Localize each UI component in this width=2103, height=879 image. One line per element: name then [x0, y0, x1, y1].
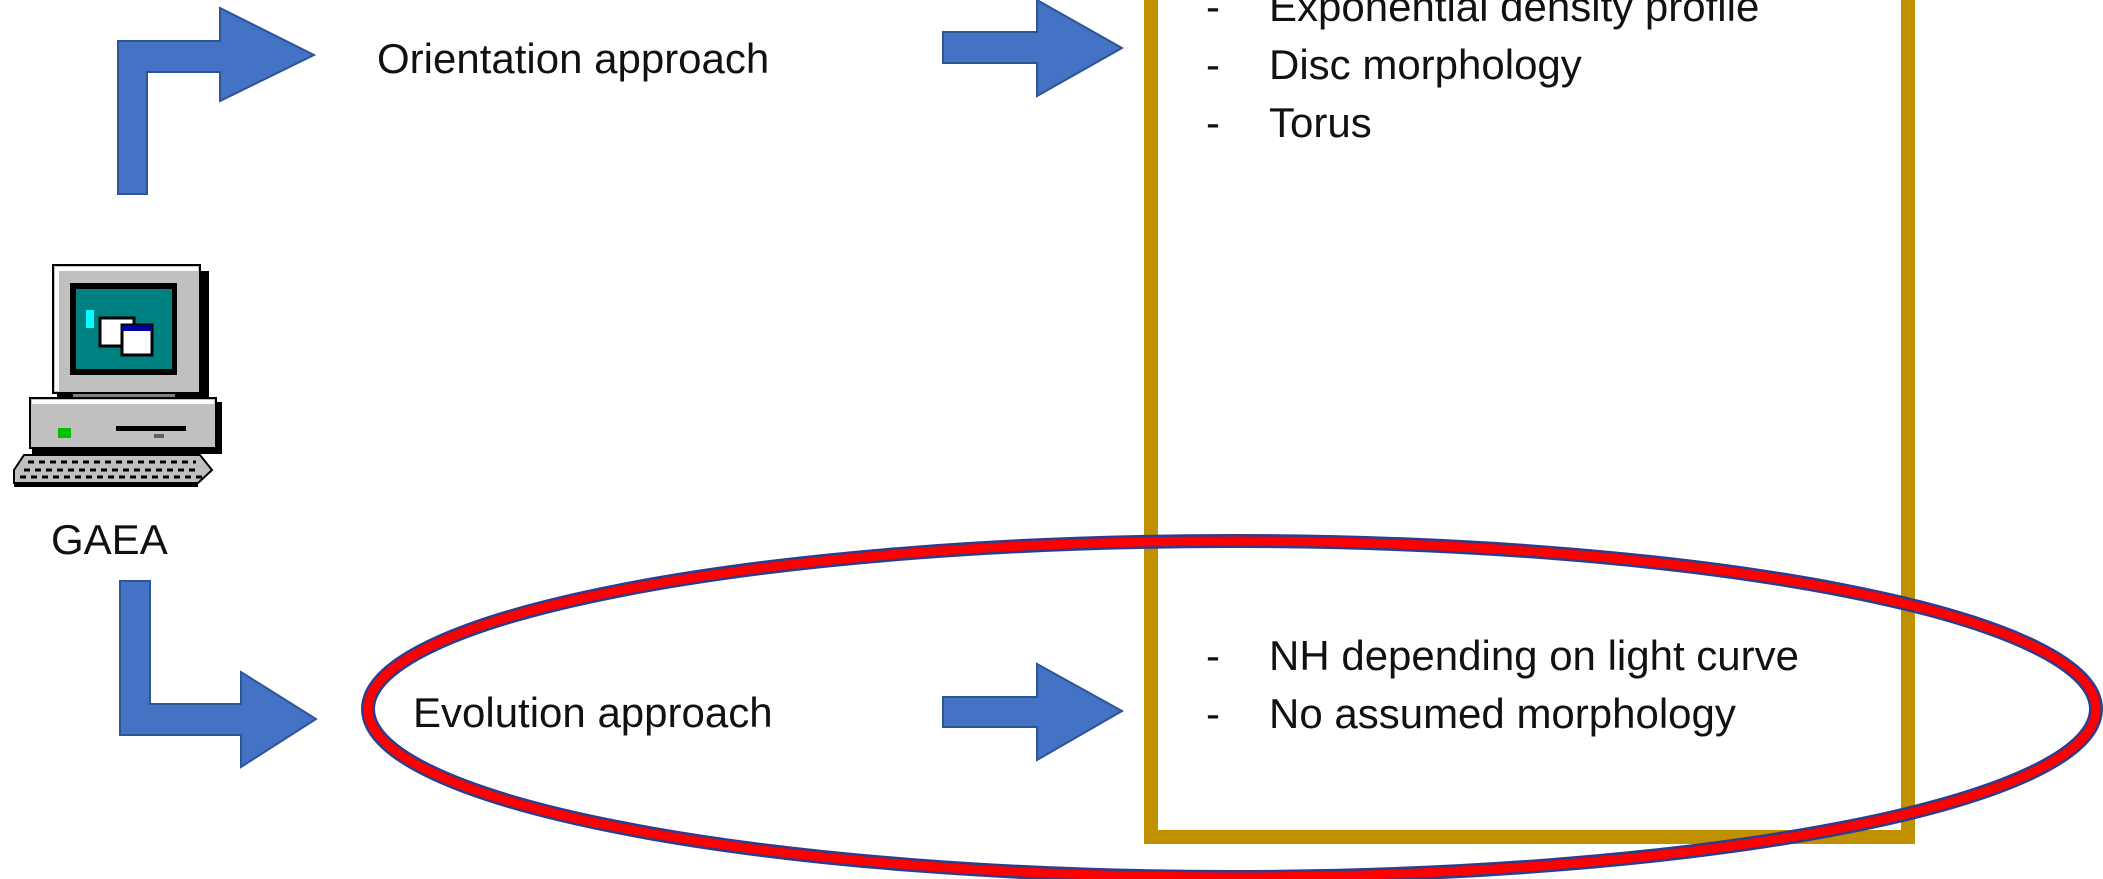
orientation-results-list: - Exponential density profile - Disc morph… [1206, 0, 1759, 152]
list-item-text: Disc morphology [1269, 41, 1582, 88]
list-item-text: No assumed morphology [1269, 690, 1736, 737]
arrow-right-bottom [942, 662, 1125, 762]
bullet-dash: - [1206, 632, 1220, 679]
list-item: - No assumed morphology [1206, 685, 1799, 743]
bullet-dash: - [1206, 99, 1220, 146]
evolution-highlight-ellipse [361, 534, 2103, 879]
desktop-computer-icon [13, 264, 222, 487]
arrow-right-top [942, 0, 1125, 98]
orientation-approach-label: Orientation approach [377, 35, 770, 82]
list-item-text: NH depending on light curve [1269, 632, 1800, 679]
evolution-results-list: - NH depending on light curve - No assumed… [1206, 627, 1799, 743]
bullet-dash: - [1206, 0, 1220, 30]
list-item: - Exponential density profile [1206, 0, 1759, 36]
bullet-dash: - [1206, 41, 1220, 88]
evolution-approach-label: Evolution approach [413, 689, 773, 736]
bullet-dash: - [1206, 690, 1220, 737]
computer-label: GAEA [51, 516, 168, 563]
bent-arrow-down-right [119, 580, 318, 769]
results-box [1144, 0, 1915, 844]
list-item: - Disc morphology [1206, 36, 1759, 94]
list-item-text: Torus [1269, 99, 1372, 146]
list-item: - Torus [1206, 94, 1759, 152]
list-item: - NH depending on light curve [1206, 627, 1799, 685]
bent-arrow-up-right [117, 6, 317, 195]
list-item-text: Exponential density profile [1269, 0, 1760, 30]
